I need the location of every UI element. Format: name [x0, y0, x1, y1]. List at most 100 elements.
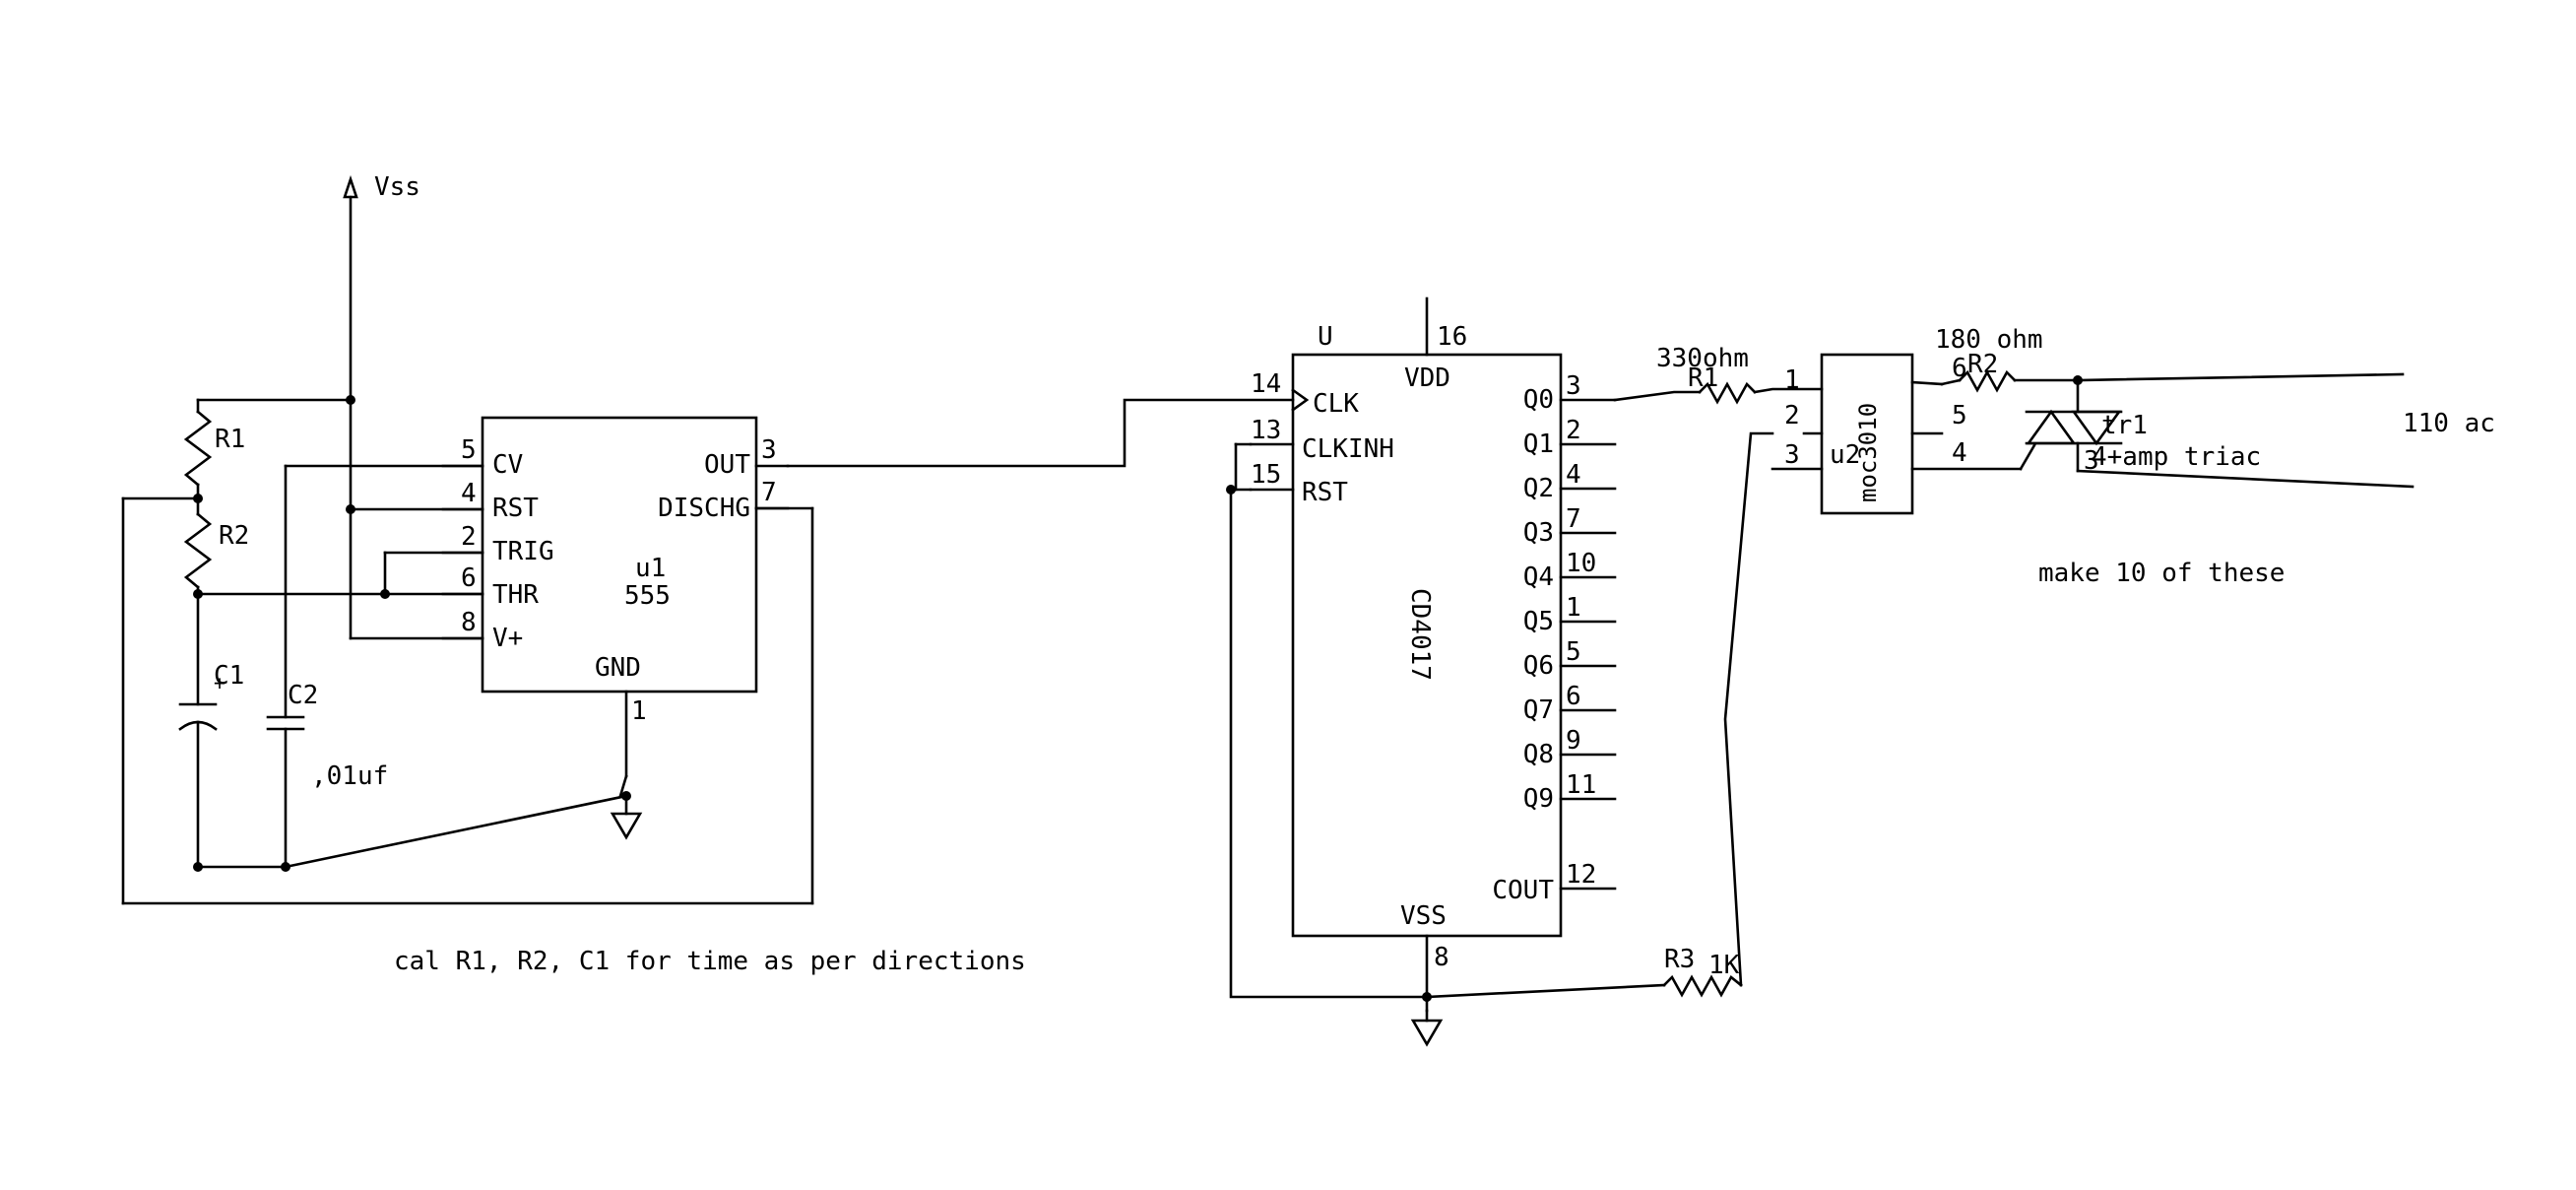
pin-number: 4	[1952, 438, 1967, 468]
pin-label-vplus: V+	[492, 624, 523, 653]
c2-value-label: ,01uf	[311, 761, 388, 791]
moc3010-ref: u2	[1830, 440, 1860, 470]
pin-label-q5: Q5	[1523, 607, 1554, 636]
ground-icon	[610, 812, 643, 840]
pin-number: 7	[1566, 504, 1581, 534]
pin-number: 5	[1952, 401, 1967, 430]
pin-label-trig: TRIG	[492, 537, 554, 566]
r1-label: R1	[215, 425, 245, 454]
pin-label-q4: Q4	[1523, 562, 1554, 592]
r3-resistor-symbol	[1662, 974, 1743, 998]
r3-ref-label: R3	[1664, 945, 1695, 974]
pin-number: 6	[1566, 682, 1581, 711]
pin-number: 1	[1784, 365, 1800, 395]
pin-number: 8	[1434, 943, 1449, 972]
pin-label-clk: CLK	[1313, 389, 1359, 419]
ic-555-ref: u1	[635, 554, 666, 583]
pin-number: 7	[761, 478, 777, 507]
pin-number: 5	[1566, 637, 1581, 667]
junction-dot	[346, 504, 355, 514]
pin-label-q2: Q2	[1523, 474, 1554, 503]
pin-number: 4	[1566, 460, 1581, 490]
pin-number: 13	[1251, 416, 1281, 445]
pin-label-q1: Q1	[1523, 430, 1554, 459]
555-ground-return	[193, 690, 643, 872]
ic-cd4017-counter: 16 VDD U 14 CLK 13 15 CLKINH RST CD4017	[1226, 297, 1617, 1047]
pin-number: 1	[631, 696, 647, 726]
ground-icon	[1410, 1019, 1444, 1047]
pin-number: 10	[1566, 549, 1596, 578]
triac-icon	[2071, 410, 2122, 446]
pin-number: 14	[1251, 369, 1281, 399]
clock-wire	[786, 398, 1295, 468]
make-ten-note: make 10 of these	[2038, 559, 2285, 588]
vss-arrow-icon	[343, 174, 358, 199]
pin-label-q7: Q7	[1523, 695, 1554, 725]
pin-number: 3	[1566, 371, 1581, 401]
triac-icon	[2026, 409, 2077, 445]
pin-number: 9	[1566, 726, 1581, 756]
pin-number: 11	[1566, 770, 1596, 800]
pin-number: 15	[1251, 460, 1281, 490]
r1-330-resistor-symbol	[1698, 381, 1757, 405]
pin-label-q6: Q6	[1523, 651, 1554, 681]
r1-resistor-symbol	[183, 410, 213, 487]
ac-line-label: 110 ac	[2403, 409, 2495, 438]
r1b-value-label: 330ohm	[1656, 344, 1749, 373]
pin-number: 3	[2084, 446, 2099, 476]
junction-dot	[380, 589, 390, 599]
r2-180-resistor-symbol	[1958, 369, 2017, 393]
timing-note: cal R1, R2, C1 for time as per direction…	[394, 947, 1026, 976]
triac-desc-label: 4+amp triac	[2092, 442, 2261, 472]
triac-ref-label: tr1	[2101, 411, 2148, 440]
pin-label-rst: RST	[1302, 478, 1348, 507]
junction-dot	[193, 862, 203, 872]
pin-number: 1	[1566, 593, 1581, 623]
pin-label-q0: Q0	[1523, 385, 1554, 415]
r2-resistor-symbol	[183, 512, 213, 589]
vss-supply: Vss	[343, 172, 420, 640]
threshold-trigger-node	[196, 551, 484, 599]
ic-555-part: 555	[624, 581, 671, 611]
pin-number: 2	[1566, 416, 1581, 445]
vss-label: Vss	[374, 172, 420, 202]
triac-driver-stage: 330ohm R1 1 2 3 u2 moc3010 R3 1K 6 5 4 1…	[1425, 325, 2495, 999]
pin-label-cv: CV	[492, 450, 523, 480]
pin-label-vdd: VDD	[1404, 364, 1450, 393]
ic-cd4017-ref: U	[1318, 322, 1333, 352]
r2b-ref-label: R2	[1967, 350, 1998, 379]
pin-number: 3	[761, 435, 777, 465]
pin-label-clkinh: CLKINH	[1302, 434, 1394, 464]
junction-dot	[621, 791, 631, 801]
pin-number: 2	[461, 522, 477, 552]
pin-number: 2	[1784, 401, 1800, 430]
pin-number: 6	[461, 563, 477, 593]
pin-label-out: OUT	[704, 450, 750, 480]
pin-label-q8: Q8	[1523, 740, 1554, 769]
pin-label-vss: VSS	[1400, 901, 1447, 931]
pin-number: 16	[1437, 322, 1467, 352]
c1-plus-label: +	[214, 671, 225, 694]
capacitor-c1: + C1	[178, 592, 244, 869]
c1-label: C1	[214, 661, 244, 691]
c2-label: C2	[288, 681, 318, 710]
ic-555-timer: 5 4 2 6 8 3 7 1 CV RST TRIG THR V+ OUT D…	[441, 416, 790, 726]
pin-label-q3: Q3	[1523, 518, 1554, 548]
pin-number: 3	[1784, 440, 1800, 470]
ic-cd4017-part: CD4017	[1405, 588, 1435, 681]
pin-label-dischg: DISCHG	[658, 494, 750, 523]
pin-label-q9: Q9	[1523, 784, 1554, 814]
r2-label: R2	[219, 521, 249, 551]
pin-label-gnd: GND	[595, 653, 641, 683]
r2b-value-label: 180 ohm	[1935, 325, 2043, 355]
pin-number: 4	[461, 479, 477, 508]
clock-edge-icon	[1291, 388, 1310, 412]
ic-555-body	[481, 416, 758, 694]
junction-dot	[281, 862, 290, 872]
pin-number: 8	[461, 608, 477, 637]
r3-value-label: 1K	[1708, 951, 1740, 980]
pin-number: 12	[1566, 860, 1596, 890]
r1b-ref-label: R1	[1688, 364, 1718, 393]
capacitor-c2: C2 ,01uf	[266, 464, 484, 869]
